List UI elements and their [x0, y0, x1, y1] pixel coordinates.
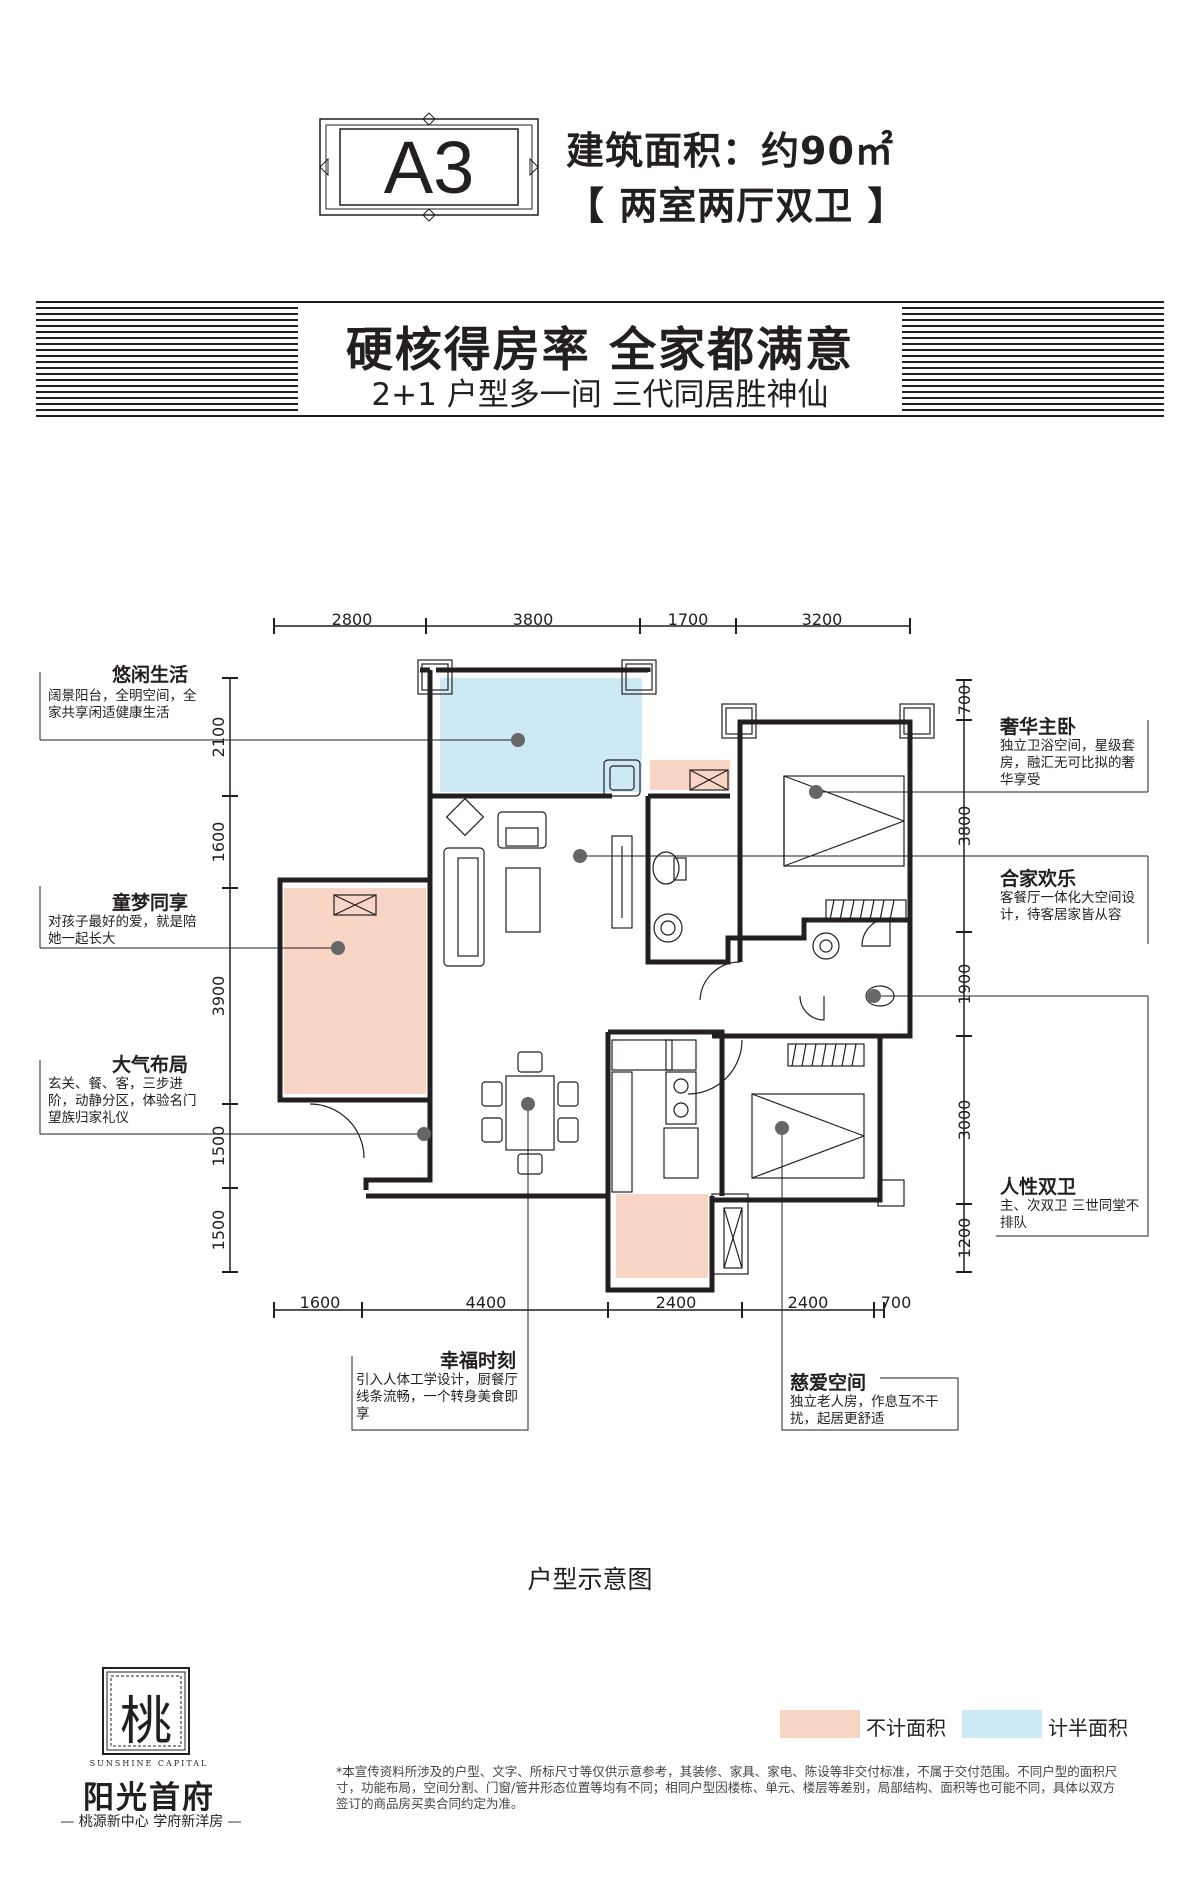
callout-family-desc: 客餐厅一体化大空间设计，待客居家皆从容 — [1000, 890, 1135, 923]
dim-right-5: 1200 — [955, 1218, 974, 1259]
legend-swatch-half-area — [962, 1710, 1042, 1738]
callout-master-desc: 独立卫浴空间，星级套房，融汇无可比拟的奢华享受 — [1000, 738, 1135, 788]
dim-left-3: 3900 — [209, 976, 228, 1017]
callout-bath-desc: 主、次双卫 三世同堂不排队 — [1000, 1198, 1140, 1231]
callout-bath-title: 人性双卫 — [1000, 1176, 1077, 1198]
unit-code: A3 — [383, 126, 475, 209]
dim-left-2: 1600 — [209, 822, 228, 863]
logo-chinese: 阳光首府 — [83, 1780, 215, 1816]
dim-right-3: 1900 — [955, 964, 974, 1005]
callout-kitchen-desc: 引入人体工学设计，厨餐厅线条流畅，一个转身美食即享 — [356, 1372, 518, 1422]
callout-leisure-title: 悠闲生活 — [112, 664, 189, 686]
kitchen-balcony-no-area — [616, 1194, 708, 1278]
plan-caption: 户型示意图 — [527, 1565, 653, 1594]
layout-type: 【 两室两厅双卫 】 — [566, 184, 907, 228]
callout-kitchen-title: 幸福时刻 — [440, 1350, 517, 1372]
dim-bottom-3: 2400 — [656, 1293, 697, 1312]
callout-kids-title: 童梦同享 — [112, 892, 189, 914]
dim-top-1: 2800 — [332, 610, 373, 629]
dim-right-4: 3000 — [955, 1100, 974, 1141]
banner-bottom-rule — [36, 415, 1164, 417]
banner-title: 硬核得房率 全家都满意 — [345, 323, 855, 378]
floor-plan: 2800 3800 1700 3200 1600 4400 2400 2400 … — [39, 610, 1149, 1431]
legend-label-no-area: 不计面积 — [866, 1716, 946, 1740]
dim-top-2: 3800 — [513, 610, 554, 629]
logo-glyph: 桃 — [119, 1692, 172, 1752]
logo-english: SUNSHINE CAPITAL — [89, 1759, 209, 1768]
banner-stripes-right — [902, 307, 1164, 411]
dim-bottom-2: 4400 — [466, 1293, 507, 1312]
unit-badge-frame — [319, 112, 539, 222]
dim-top-4: 3200 — [802, 610, 843, 629]
bay-window-no-area — [284, 888, 426, 1094]
callout-grand-desc: 玄关、餐、客，三步进阶，动静分区，体验名门望族归家礼仪 — [48, 1076, 197, 1126]
dim-top-3: 1700 — [668, 610, 709, 629]
banner-top-rule — [36, 301, 1164, 303]
dim-bottom-5: 700 — [881, 1293, 912, 1312]
callout-leisure-desc: 阔景阳台，全明空间，全家共享闲适健康生活 — [48, 688, 197, 721]
banner-subtitle: 2+1 户型多一间 三代同居胜神仙 — [371, 377, 829, 413]
callout-elder-desc: 独立老人房，作息互不干扰，起居更舒适 — [790, 1394, 939, 1427]
logo-slogan: — 桃源新中心 学府新洋房 — — [60, 1814, 242, 1830]
dim-bottom-1: 1600 — [300, 1293, 341, 1312]
legend-swatch-no-area — [780, 1710, 860, 1738]
dim-bottom-4: 2400 — [788, 1293, 829, 1312]
callout-master-title: 奢华主卧 — [1000, 716, 1077, 738]
legend-label-half-area: 计半面积 — [1048, 1716, 1128, 1740]
dimension-labels: 2800 3800 1700 3200 1600 4400 2400 2400 … — [209, 610, 974, 1312]
dim-left-4: 1500 — [209, 1126, 228, 1167]
logo-emblem — [102, 1667, 190, 1755]
disclaimer: *本宣传资料所涉及的户型、文字、所标尺寸等仅供示意参考，其装修、家具、家电、陈设… — [336, 1764, 1118, 1811]
callout-grand-title: 大气布局 — [112, 1054, 189, 1076]
dim-right-1: 700 — [955, 685, 974, 716]
dim-right-2: 3800 — [955, 806, 974, 847]
callout-elder-title: 慈爱空间 — [790, 1372, 867, 1394]
building-area: 建筑面积：约90㎡ — [566, 120, 894, 175]
callout-kids-desc: 对孩子最好的爱，就是陪她一起长大 — [48, 914, 197, 947]
dim-left-1: 2100 — [209, 717, 228, 758]
building-area-text: 建筑面积：约90㎡ — [566, 129, 894, 173]
callout-family-title: 合家欢乐 — [1000, 868, 1077, 890]
banner-stripes-left — [36, 307, 298, 411]
dim-left-5: 1500 — [209, 1210, 228, 1251]
balcony-half-area — [440, 678, 642, 792]
